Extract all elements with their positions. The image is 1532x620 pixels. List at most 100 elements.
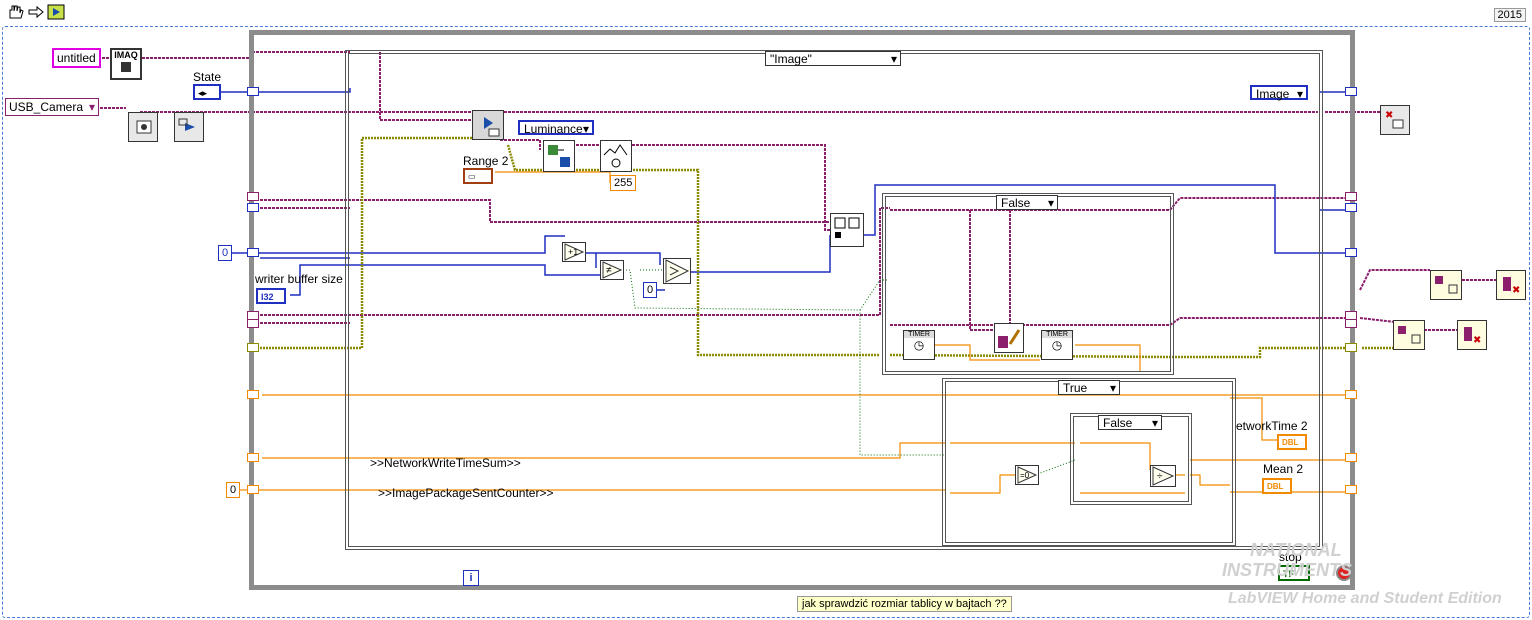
iteration-terminal: i <box>463 570 479 586</box>
diagram-frame <box>2 26 1530 618</box>
camera-close-node[interactable]: ✖ <box>1380 105 1410 135</box>
svg-text:=0: =0 <box>1020 471 1030 480</box>
imaq-create-node[interactable]: IMAQ <box>110 48 142 80</box>
shift-register-num2-left[interactable] <box>247 453 259 462</box>
shift-register-num1-right[interactable] <box>1345 390 1357 399</box>
close-image-node-2[interactable]: ✖ <box>1457 320 1487 350</box>
dispose-image-node-2[interactable] <box>1393 320 1425 350</box>
svg-text:÷: ÷ <box>1157 471 1163 482</box>
image-to-array-node[interactable] <box>830 213 864 247</box>
inner-case3-selector[interactable]: False ▾ <box>1098 415 1162 430</box>
state-label: State <box>193 70 222 84</box>
inner-case1-selector[interactable]: False ▾ <box>996 195 1058 210</box>
toolbar: 2015 <box>0 0 1532 24</box>
zero-constant-bottom[interactable]: 0 <box>226 482 241 498</box>
timer-label-2: TIMER <box>1042 331 1072 338</box>
stop-control[interactable]: TF <box>1278 565 1310 581</box>
svg-text:✖: ✖ <box>1473 335 1481 346</box>
hand-icon[interactable] <box>4 3 26 21</box>
range-label: Range 2 <box>463 154 509 168</box>
zero-constant-top[interactable]: 0 <box>218 245 233 261</box>
shift-register-image3-right[interactable] <box>1345 319 1357 328</box>
grab-image-node[interactable] <box>472 110 504 140</box>
imaq-label: IMAQ <box>114 50 138 60</box>
dispose-image-node-1[interactable] <box>1430 270 1462 300</box>
chevron-down-icon: ▾ <box>1296 87 1303 101</box>
chevron-down-icon: ▾ <box>582 122 589 136</box>
imaq-icon <box>121 62 131 72</box>
watermark-line1: NATIONAL <box>1250 540 1342 560</box>
timer-node-2[interactable]: TIMER ◷ <box>1041 330 1073 360</box>
shift-register-counter-left[interactable] <box>247 248 259 257</box>
inner-case1-value: False <box>1001 196 1031 210</box>
mean-label: Mean 2 <box>1263 462 1304 476</box>
chevron-down-icon: ▾ <box>88 100 95 114</box>
not-equal-node[interactable]: ≠ <box>600 260 624 280</box>
svg-text:+1: +1 <box>568 247 578 257</box>
shift-register-error-right[interactable] <box>1345 343 1357 352</box>
divide-node[interactable]: ÷ <box>1150 465 1176 487</box>
network-time-indicator: DBL <box>1277 434 1307 450</box>
while-loop[interactable] <box>249 30 1355 590</box>
inner-case3-value: False <box>1103 416 1133 430</box>
comment-label: jak sprawdzić rozmiar tablicy w bajtach … <box>797 596 1012 612</box>
writer-buffer-control[interactable]: I32 <box>256 288 286 304</box>
inner-case2-value: True <box>1063 381 1088 395</box>
image-name-constant[interactable]: untitled <box>52 48 101 68</box>
extract-color-plane-node[interactable] <box>543 140 575 172</box>
image-package-sent-counter-label: >>ImagePackageSentCounter>> <box>378 486 554 500</box>
run-arrow-icon[interactable] <box>26 3 48 21</box>
zero-constant-inner[interactable]: 0 <box>643 282 658 298</box>
network-write-time-sum-label: >>NetworkWriteTimeSum>> <box>370 456 521 470</box>
outer-case-selector[interactable]: "Image" ▾ <box>765 51 901 66</box>
clock-icon: ◷ <box>913 338 925 352</box>
timer-node-1[interactable]: TIMER ◷ <box>903 330 935 360</box>
range-constant[interactable]: 255 <box>610 175 637 191</box>
shift-register-num3-left[interactable] <box>247 485 259 494</box>
shift-register-image3-left[interactable] <box>247 319 259 328</box>
shift-register-state-right[interactable] <box>1345 87 1357 96</box>
shift-register-num1-left[interactable] <box>247 390 259 399</box>
shift-register-image-right[interactable] <box>1345 192 1357 201</box>
write-image-node[interactable] <box>994 323 1024 353</box>
image-enum-value: Image <box>1256 87 1290 101</box>
shift-register-num3-right[interactable] <box>1345 485 1357 494</box>
histogram-node[interactable] <box>600 140 632 172</box>
shift-register-enum-left[interactable] <box>247 203 259 212</box>
range-cluster[interactable]: ▭ <box>463 168 493 184</box>
writer-buffer-label: writer buffer size <box>255 272 343 286</box>
chevron-down-icon: ▾ <box>1047 196 1054 210</box>
timer-label-1: TIMER <box>904 331 934 338</box>
camera-selector[interactable]: USB_Camera ▾ <box>5 98 99 116</box>
camera-open-node[interactable] <box>128 112 158 142</box>
svg-text:✖: ✖ <box>1512 285 1520 296</box>
shift-register-image-left[interactable] <box>247 192 259 201</box>
watermark-line2: INSTRUMENTS <box>1222 560 1352 580</box>
chevron-down-icon: ▾ <box>1109 381 1116 395</box>
equal-zero-node[interactable]: =0 <box>1015 465 1039 485</box>
watermark-line3: LabVIEW Home and Student Edition <box>1228 590 1502 607</box>
shift-register-num2-right[interactable] <box>1345 453 1357 462</box>
network-time-label: etworkTime 2 <box>1236 419 1308 433</box>
chevron-down-icon: ▾ <box>1151 416 1158 430</box>
stop-terminal-icon[interactable] <box>1336 565 1352 581</box>
svg-text:✖: ✖ <box>1385 110 1393 121</box>
shift-register-error-left[interactable] <box>247 343 259 352</box>
shift-register-counter-right[interactable] <box>1345 248 1357 257</box>
version-badge: 2015 <box>1493 8 1526 22</box>
close-image-node-1[interactable]: ✖ <box>1496 270 1526 300</box>
increment-node[interactable]: +1 <box>562 242 586 262</box>
select-node[interactable] <box>663 258 691 284</box>
luminance-value: Luminance <box>524 122 583 136</box>
camera-configure-node[interactable] <box>174 112 204 142</box>
svg-text:≠: ≠ <box>606 265 612 276</box>
shift-register-enum-right[interactable] <box>1345 203 1357 212</box>
highlight-execution-icon[interactable] <box>46 3 68 21</box>
state-control[interactable]: ◂▸ <box>193 84 221 100</box>
luminance-selector[interactable]: Luminance ▾ <box>518 120 594 136</box>
inner-case2-selector[interactable]: True ▾ <box>1058 380 1120 395</box>
mean-indicator: DBL <box>1262 478 1292 494</box>
image-enum-constant[interactable]: Image ▾ <box>1250 85 1308 101</box>
stop-label: stop <box>1279 550 1302 564</box>
shift-register-state-left[interactable] <box>247 87 259 96</box>
